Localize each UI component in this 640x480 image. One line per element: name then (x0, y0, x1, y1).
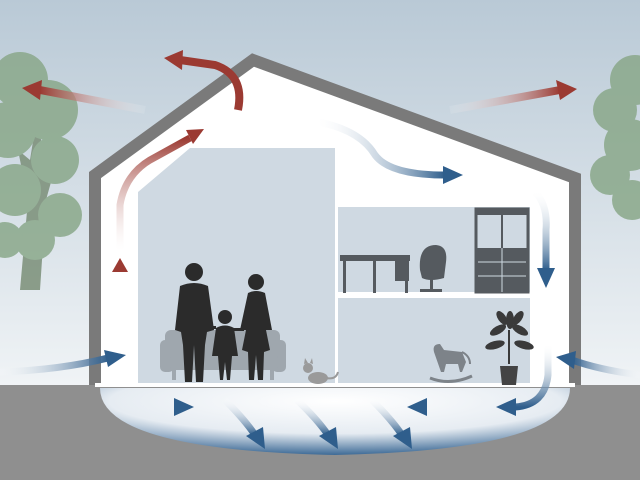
family-icon (175, 263, 272, 382)
rocking-horse-icon (429, 344, 473, 383)
cat-icon (303, 358, 339, 384)
chair-icon (419, 245, 447, 292)
cabinet-icon (474, 207, 530, 294)
plant-icon (485, 311, 534, 385)
desk-icon (340, 255, 410, 293)
tree-icon (590, 55, 640, 220)
warm-air-flow (22, 50, 577, 340)
cool-air-flow (0, 118, 640, 449)
